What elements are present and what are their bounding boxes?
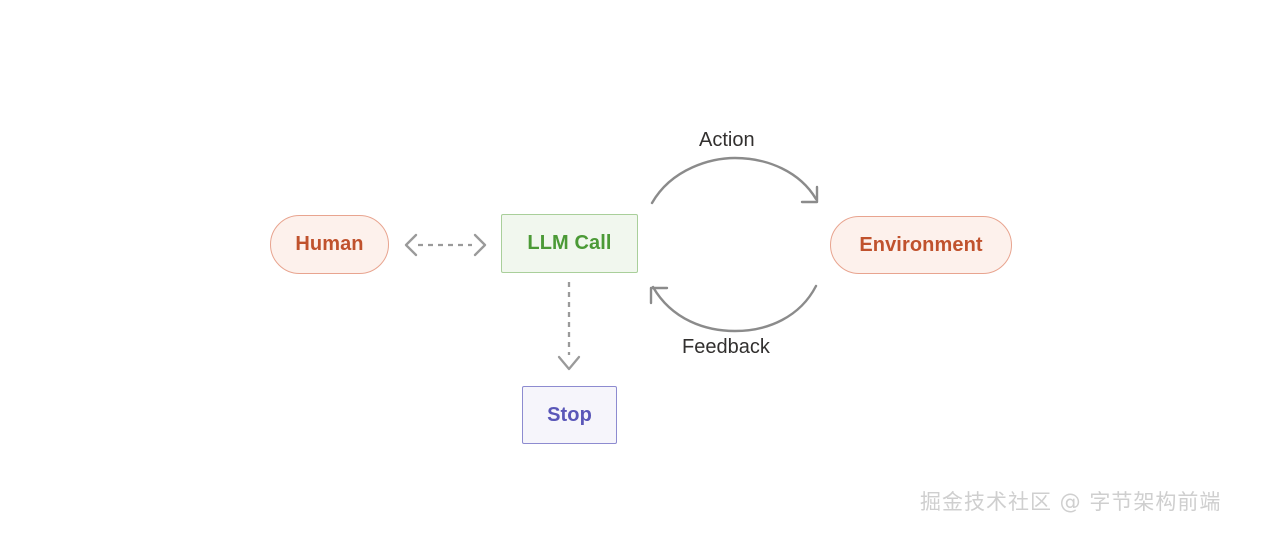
node-stop[interactable]: Stop bbox=[522, 386, 617, 444]
edge-label-feedback: Feedback bbox=[682, 336, 770, 358]
node-stop-label: Stop bbox=[547, 403, 592, 426]
node-environment[interactable]: Environment bbox=[830, 216, 1012, 274]
edge-llm-stop-arrowhead bbox=[557, 355, 581, 371]
edge-action-path bbox=[650, 156, 818, 205]
node-llm-call-label: LLM Call bbox=[527, 232, 612, 254]
node-llm-call[interactable]: LLM Call bbox=[501, 214, 638, 273]
edge-action bbox=[650, 156, 819, 205]
edge-label-action: Action bbox=[699, 129, 755, 151]
edge-feedback bbox=[649, 284, 818, 333]
edge-human-llm-arrowhead-right bbox=[473, 233, 487, 257]
watermark: 掘金技术社区 @ 字节架构前端 bbox=[920, 490, 1222, 514]
edge-human-llm-arrowhead-left bbox=[404, 233, 418, 257]
edge-feedback-arrowhead bbox=[649, 286, 669, 305]
edge-feedback-path bbox=[651, 284, 818, 333]
edge-human-llm bbox=[404, 233, 487, 257]
node-environment-label: Environment bbox=[859, 233, 983, 256]
edge-action-arrowhead bbox=[800, 185, 819, 204]
node-human[interactable]: Human bbox=[270, 215, 389, 274]
node-human-label: Human bbox=[295, 233, 364, 255]
edge-llm-stop bbox=[557, 282, 581, 371]
